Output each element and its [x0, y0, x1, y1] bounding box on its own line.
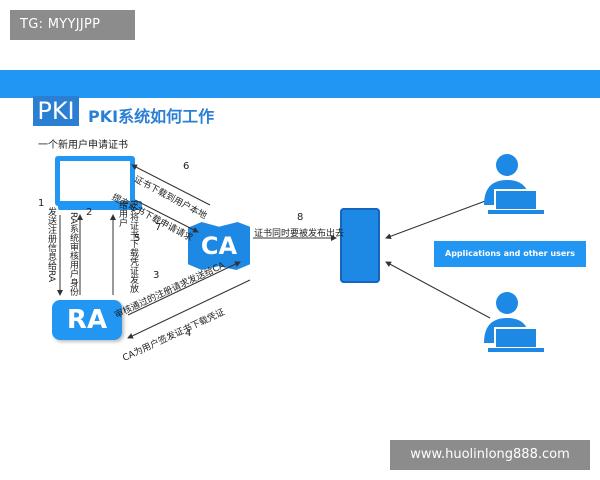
- step-8-number: 8: [297, 212, 304, 223]
- step-8-label: 证书同时要被发布出去: [254, 229, 345, 239]
- header-band: [0, 70, 600, 98]
- ra-node: RA: [52, 300, 122, 340]
- step-7-number: 7: [155, 222, 162, 233]
- user-icon-top: [484, 154, 544, 214]
- arrow-repo-user-top: [385, 199, 489, 240]
- step-6-number: 6: [183, 161, 190, 172]
- arrow-step-7: [134, 199, 199, 233]
- step-2-label: RA系统审核用户身份: [68, 212, 78, 297]
- certificate-repository-icon: [340, 208, 380, 283]
- step-4-number: 4: [185, 328, 192, 339]
- arrow-step-3: [127, 261, 241, 316]
- watermark: www.huolinlong888.com: [390, 440, 590, 470]
- page-title: PKI系统如何工作: [88, 107, 215, 126]
- step-1-number: 1: [38, 198, 45, 209]
- arrow-step-4: [127, 279, 251, 339]
- tg-badge: TG: MYYJJPP: [10, 10, 135, 40]
- step-1-label: 发送注册信息给RA: [46, 207, 56, 283]
- applications-users-box: Applications and other users: [434, 241, 586, 267]
- user-icon-bottom: [484, 292, 544, 352]
- computer-base-icon: [58, 201, 142, 210]
- step-5-number: 5: [134, 233, 141, 244]
- pki-logo: PKI: [33, 96, 79, 126]
- step-3-number: 3: [153, 270, 160, 281]
- arrow-repo-user-bottom: [385, 261, 491, 319]
- step-2-number: 2: [86, 207, 93, 218]
- new-user-label: 一个新用户申请证书: [38, 140, 128, 151]
- arrow-step-6: [131, 164, 211, 206]
- step-5-label: RA将证书下载凭证发放给用户: [117, 200, 138, 294]
